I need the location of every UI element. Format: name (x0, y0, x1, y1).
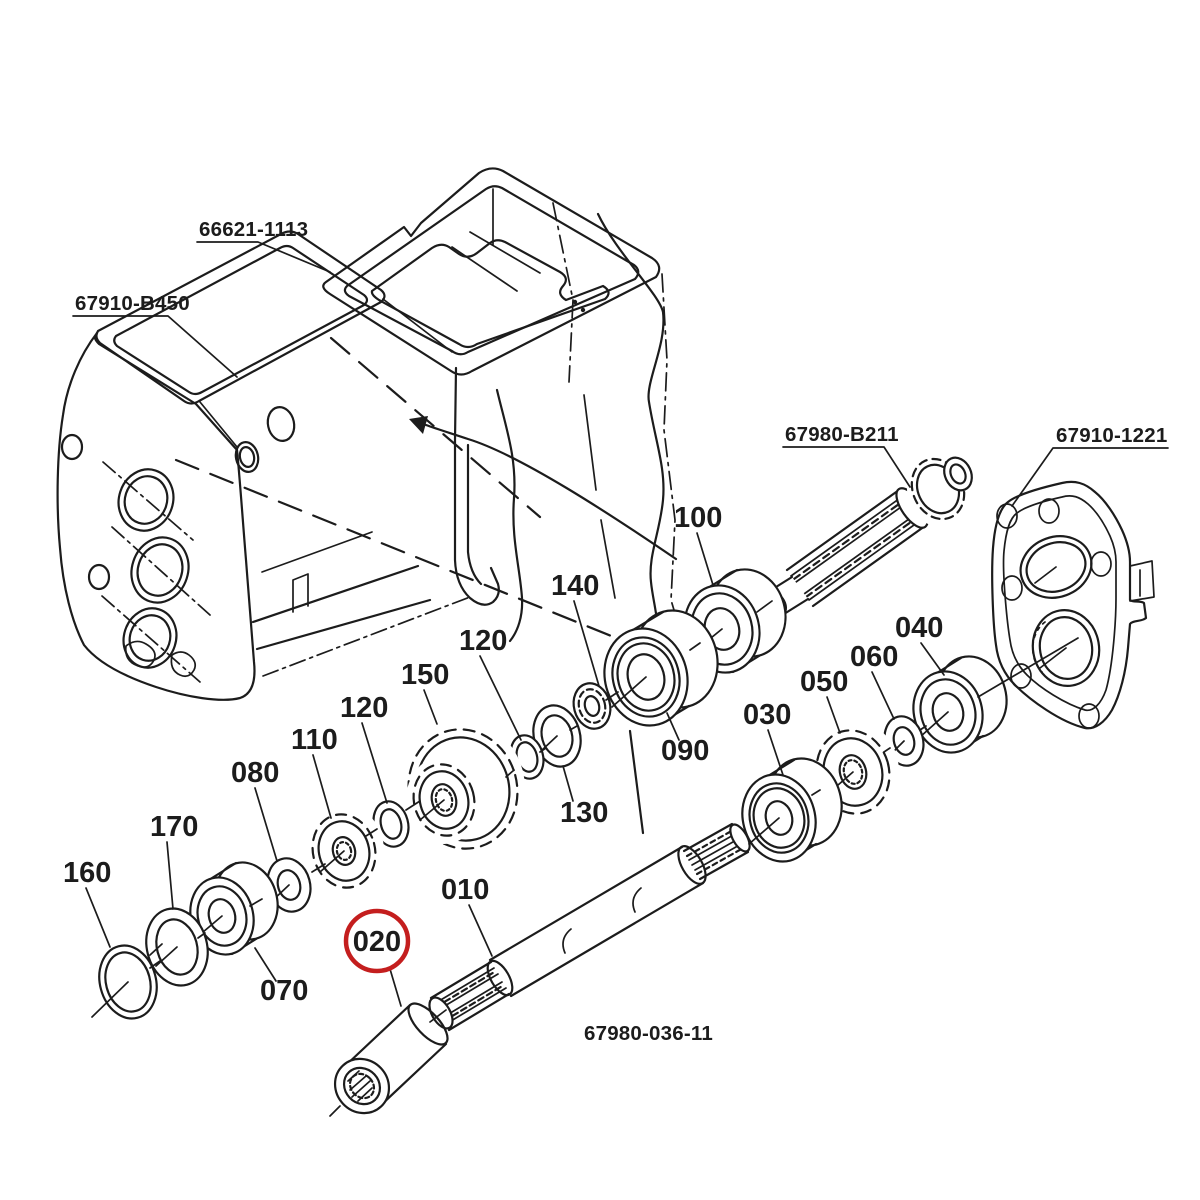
part-130-washer (532, 704, 582, 768)
leader-side-cover (1011, 447, 1169, 507)
part-040-bearing (912, 637, 1079, 754)
part-080-washer (266, 857, 312, 913)
callout-030[interactable]: 030 (743, 699, 791, 731)
arrowhead-icon (409, 416, 428, 434)
part-170-washer (145, 907, 209, 987)
callout-170[interactable]: 170 (150, 811, 198, 843)
callouts: 100 140 120 150 120 110 080 170 160 070 … (63, 502, 945, 1007)
highlight-circle-020 (343, 908, 411, 974)
label-drawing-code: 67980-036-11 (584, 1022, 713, 1045)
callout-140[interactable]: 140 (551, 570, 599, 602)
part-030-bearing (741, 757, 843, 863)
callout-070[interactable]: 070 (260, 975, 308, 1007)
callout-110[interactable]: 110 (291, 724, 338, 756)
callout-160[interactable]: 160 (63, 857, 111, 889)
leader-input-shaft (782, 446, 911, 488)
part-150-gear-cluster (401, 721, 525, 857)
callout-060[interactable]: 060 (850, 641, 898, 673)
part-input-shaft (751, 452, 973, 621)
part-010-main-shaft (428, 822, 751, 1032)
assembly-axis-lines (149, 600, 927, 1117)
part-020-coupling (333, 1002, 449, 1115)
callout-100[interactable]: 100 (674, 502, 722, 534)
part-090-bearing (603, 609, 719, 727)
callout-020[interactable]: 020 (353, 926, 401, 958)
callout-130[interactable]: 130 (560, 797, 608, 829)
part-140-lock-washer (572, 682, 612, 730)
label-case-code[interactable]: 67910-B450 (75, 292, 190, 315)
label-side-cover-code[interactable]: 67910-1221 (1056, 424, 1167, 447)
part-side-cover-plate (991, 480, 1155, 730)
callout-010[interactable]: 010 (441, 874, 489, 906)
callout-120-right[interactable]: 120 (459, 625, 507, 657)
callout-080[interactable]: 080 (231, 757, 279, 789)
part-070-bearing (189, 861, 279, 956)
code-labels: 66621-1113 67910-B450 67980-B211 67910-1… (72, 218, 1169, 1045)
label-top-cover-code[interactable]: 66621-1113 (199, 218, 308, 241)
callout-040[interactable]: 040 (895, 612, 943, 644)
section-arrow-annotation (409, 416, 678, 835)
label-input-shaft-code[interactable]: 67980-B211 (785, 423, 899, 446)
housing-case-drawing (56, 167, 689, 701)
part-160-snap-ring (91, 943, 163, 1020)
part-110-gear (304, 805, 384, 897)
callout-090[interactable]: 090 (661, 735, 709, 767)
callout-120-left[interactable]: 120 (340, 692, 388, 724)
leader-case (72, 315, 238, 378)
leader-top-cover (196, 241, 331, 273)
callout-050[interactable]: 050 (800, 666, 848, 698)
callout-150[interactable]: 150 (401, 659, 449, 691)
